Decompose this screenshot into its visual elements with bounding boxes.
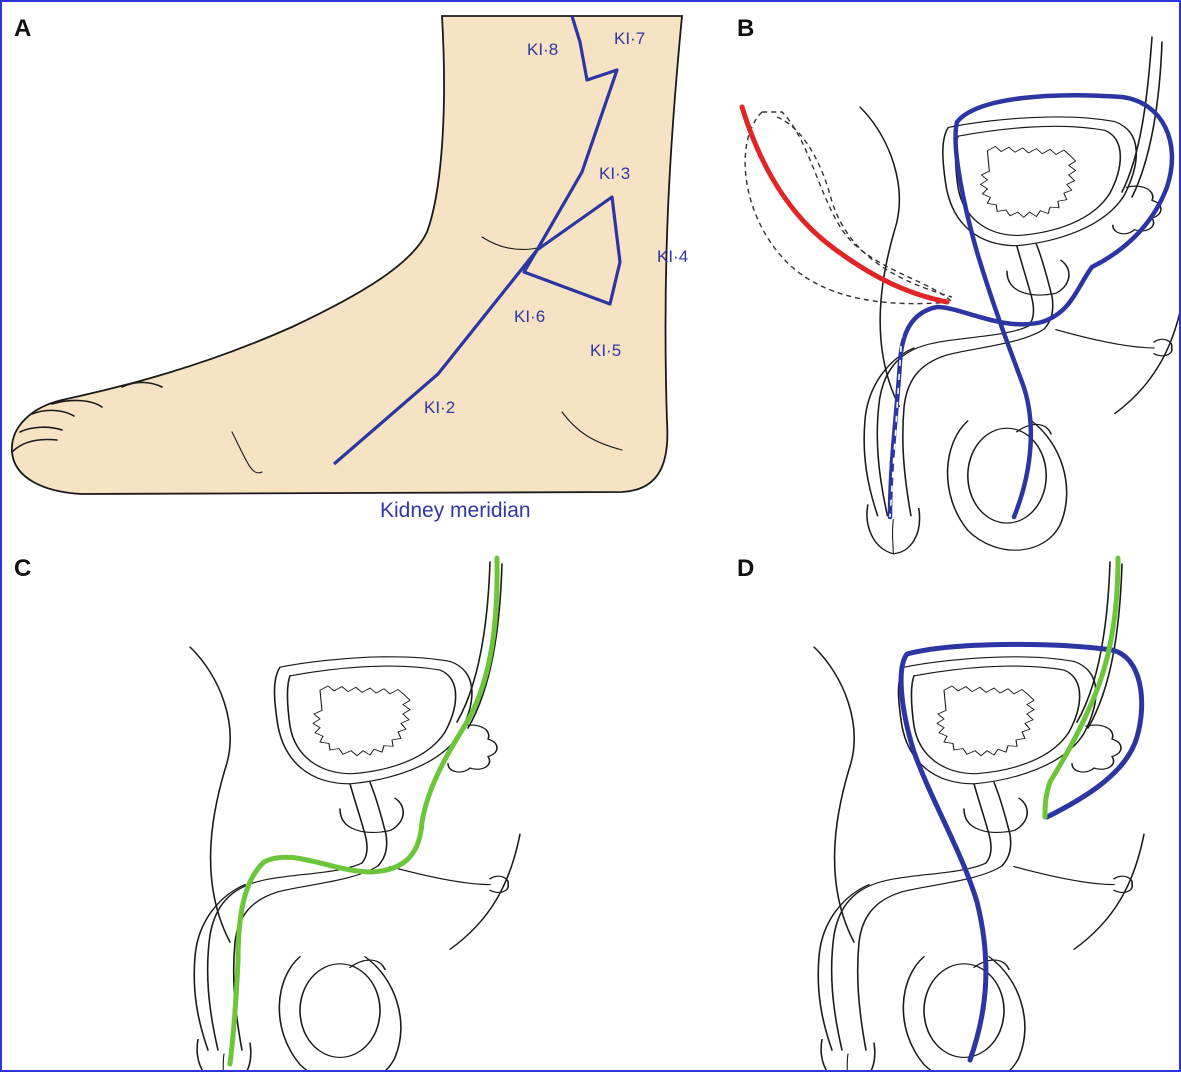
point-label-ki5: KI·5 bbox=[590, 341, 621, 360]
panel-b-letter: B bbox=[737, 15, 754, 42]
blue-pathway-b bbox=[890, 95, 1172, 517]
panel-a: A KI·8 KI·7 KI·3 KI·4 KI·6 KI·5 KI·2 Kid… bbox=[12, 15, 688, 522]
panel-b: B bbox=[737, 15, 1179, 554]
foot-caption: Kidney meridian bbox=[380, 499, 531, 522]
red-pathway bbox=[742, 107, 947, 302]
foot-illustration bbox=[12, 16, 682, 494]
panel-d-letter: D bbox=[737, 555, 754, 582]
panel-d: D bbox=[737, 555, 1144, 1070]
panel-a-letter: A bbox=[14, 15, 31, 42]
panel-c-letter: C bbox=[14, 555, 31, 582]
point-label-ki4: KI·4 bbox=[657, 247, 688, 266]
point-label-ki6: KI·6 bbox=[514, 307, 545, 326]
pelvic-anatomy-d bbox=[814, 647, 1144, 1070]
green-pathway-c bbox=[230, 558, 497, 1064]
point-label-ki7: KI·7 bbox=[614, 29, 645, 48]
point-label-ki2: KI·2 bbox=[424, 398, 455, 417]
panel-c: C bbox=[14, 555, 520, 1070]
blue-pathway-d bbox=[901, 644, 1142, 1060]
point-label-ki8: KI·8 bbox=[527, 40, 558, 59]
point-label-ki3: KI·3 bbox=[599, 164, 630, 183]
